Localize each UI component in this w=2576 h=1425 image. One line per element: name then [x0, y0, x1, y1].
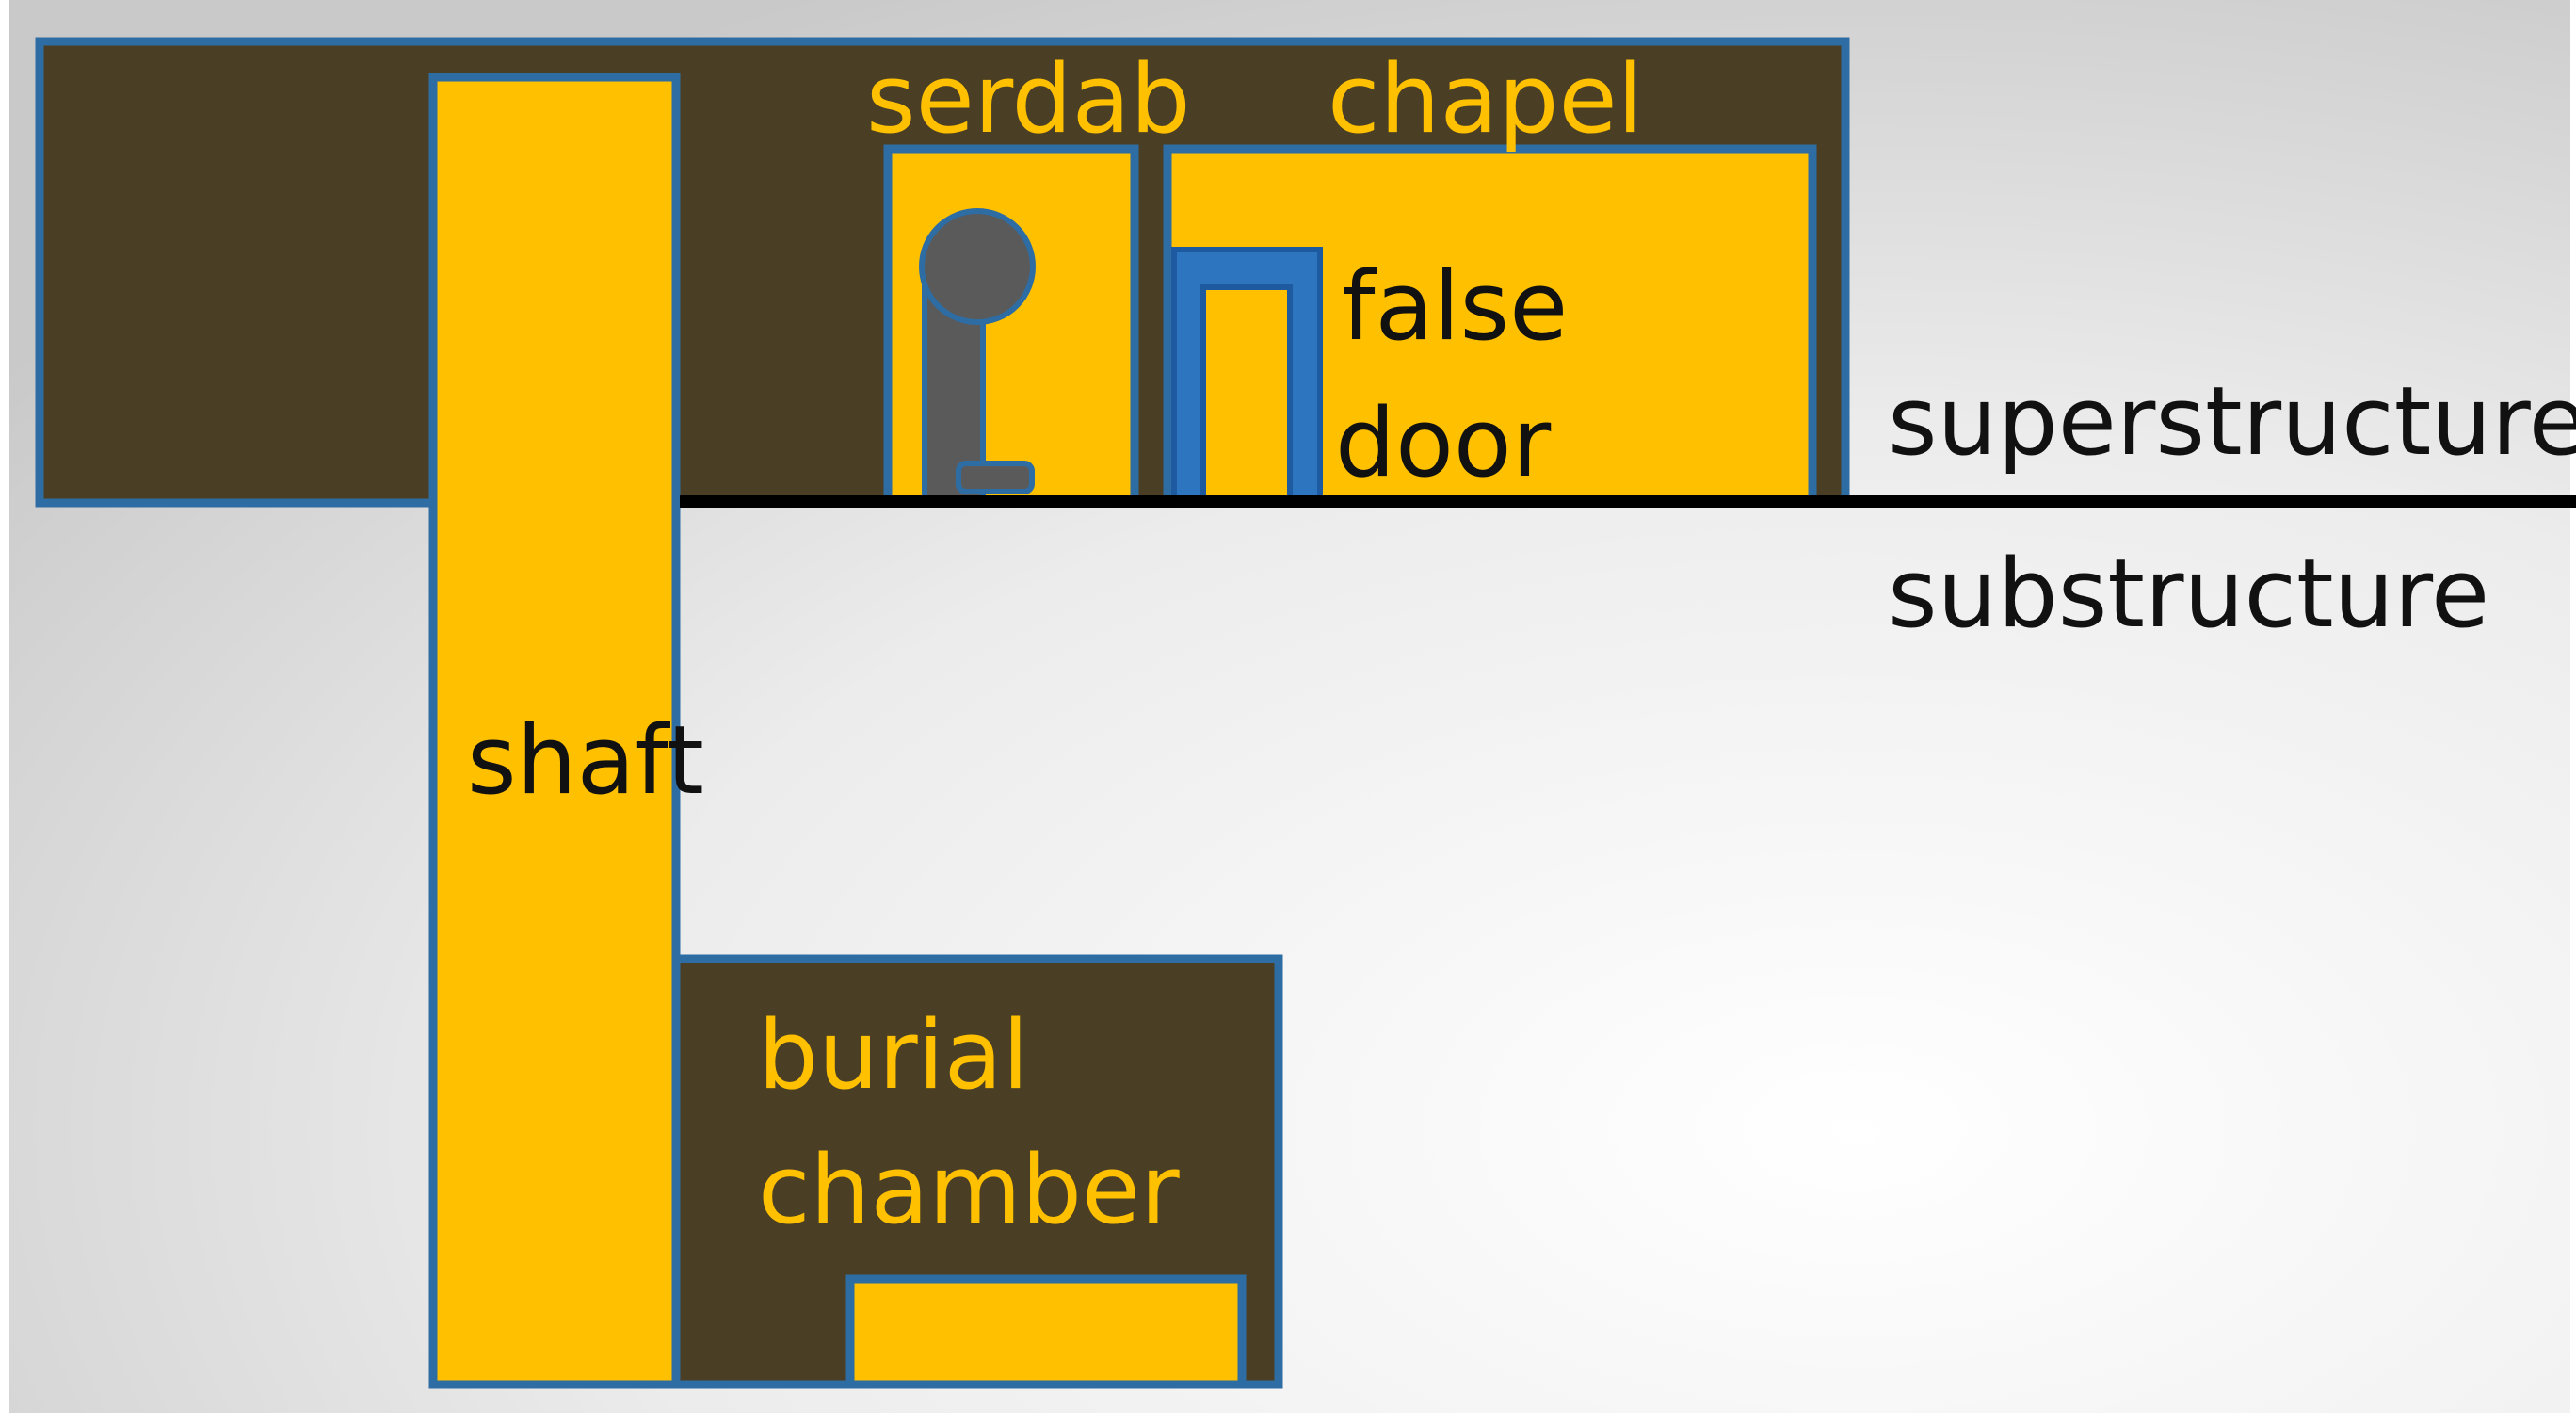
chapel-label: chapel: [1328, 43, 1644, 154]
ground-line: [680, 495, 2576, 508]
shaft-label: shaft: [467, 704, 704, 816]
burial-chamber-label-line2: chamber: [758, 1134, 1180, 1245]
superstructure-label: superstructure: [1888, 365, 2576, 477]
substructure-label: substructure: [1888, 538, 2489, 649]
false-door-label-line2: door: [1335, 387, 1552, 498]
serdab-label: serdab: [866, 43, 1191, 154]
shaft: [428, 73, 681, 1389]
false-door-label-line1: false: [1342, 251, 1568, 362]
sarcophagus: [845, 1274, 1247, 1389]
burial-chamber-label-line1: burial: [758, 999, 1029, 1110]
false-door: [1171, 247, 1323, 506]
